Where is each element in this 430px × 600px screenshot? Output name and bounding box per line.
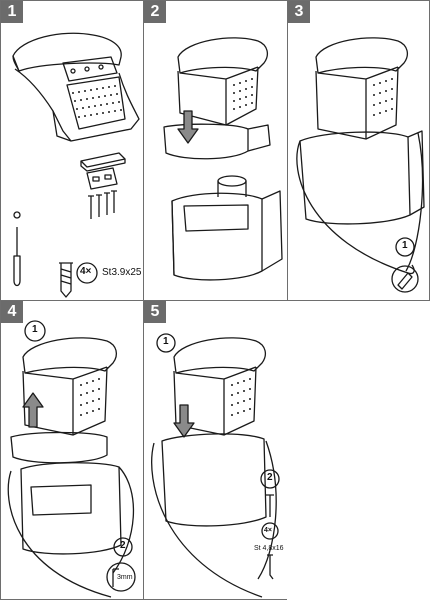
step-2-panel: 2: [143, 0, 288, 301]
down-arrow: [177, 110, 199, 144]
step-2-illustration: [163, 37, 283, 281]
step-3-panel: 3 1: [287, 0, 430, 301]
step-4-callout-1: 1: [32, 324, 38, 335]
step-3-badge: 3: [288, 1, 310, 23]
step-3-illustration: [296, 37, 425, 293]
step-4-illustration: [7, 320, 136, 598]
step-1-screw-count: 4×: [80, 266, 92, 277]
screw: [111, 190, 117, 213]
step-1-illustration: [12, 32, 140, 298]
step-2-badge: 2: [144, 1, 166, 23]
step-4-callout-2: 2: [120, 540, 126, 551]
step-5-screw-count: 4×: [264, 527, 272, 534]
empty-cell: [287, 301, 430, 600]
screwdriver: [13, 227, 21, 287]
down-arrow: [173, 404, 195, 438]
screw: [266, 494, 274, 517]
screw: [88, 195, 94, 219]
step-5-panel: 5 1 2: [143, 300, 288, 600]
step-4-drill-size: 3mm: [117, 574, 133, 581]
step-5-illustration: [151, 333, 280, 598]
step-4-panel: 4: [0, 300, 144, 600]
pen-icon: [397, 272, 413, 290]
step-1-screw-spec: St3.9x25: [102, 267, 142, 278]
step-4-badge: 4: [1, 301, 23, 323]
step-5-callout-2: 2: [267, 472, 273, 483]
step-1-panel: 1: [0, 0, 144, 301]
screw: [96, 194, 102, 217]
step-5-callout-1: 1: [163, 336, 169, 347]
step-5-badge: 5: [144, 301, 166, 323]
step-1-badge: 1: [1, 1, 23, 23]
drill-icon: [112, 568, 119, 587]
screw: [104, 192, 110, 215]
armrest-lid: [12, 32, 122, 72]
up-arrow: [22, 392, 44, 428]
step-5-screw-spec: St 4,8x16: [254, 545, 284, 552]
step-3-callout: 1: [402, 240, 408, 251]
